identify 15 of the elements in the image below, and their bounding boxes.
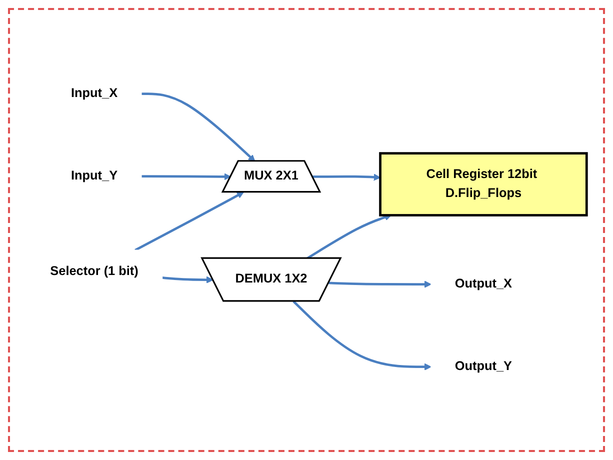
arrow xyxy=(312,173,381,180)
node-text: Output_X xyxy=(454,276,512,290)
node-box xyxy=(379,152,588,216)
arrow xyxy=(306,214,392,260)
arrow xyxy=(141,172,232,180)
arrow xyxy=(292,300,432,370)
node-text: Input_Y xyxy=(70,168,118,182)
node-text: Input_X xyxy=(70,86,118,100)
arrow xyxy=(134,192,244,251)
dashed-frame: Input_X Input_Y MUX 2X1 Cell Register 12bit D.Flip_Flops DEMUX 1X2 Output_X Output_Y Selector (1 bit) xyxy=(8,8,605,452)
node-text: Output_Y xyxy=(454,359,512,373)
arrow xyxy=(328,280,432,288)
arrow xyxy=(141,92,256,162)
arrow xyxy=(162,276,214,284)
node-text: Selector (1 bit) xyxy=(50,264,138,278)
